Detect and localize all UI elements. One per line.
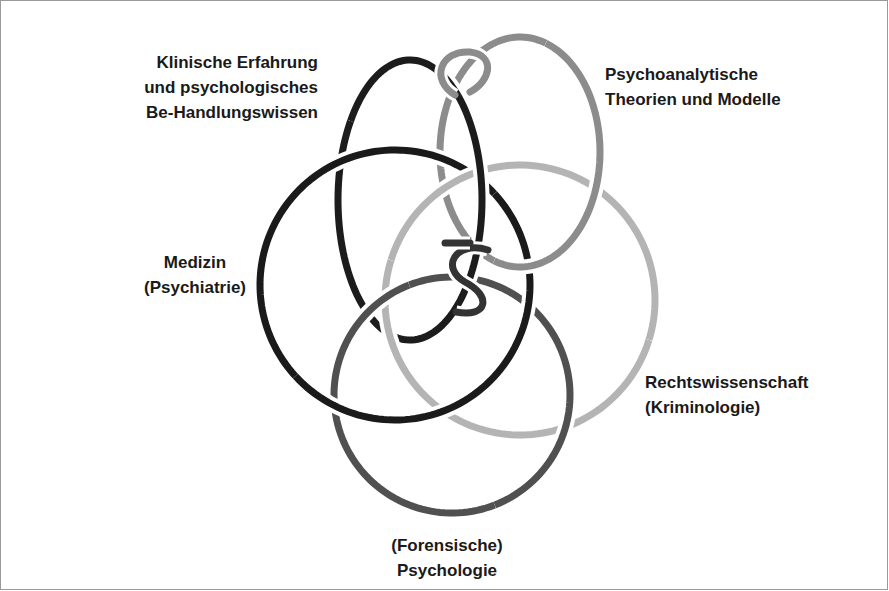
knot-gap	[440, 37, 546, 261]
knot	[260, 37, 655, 513]
knot-strand	[453, 248, 488, 313]
label-text: Klinische Erfahrung und psychologisches …	[128, 50, 318, 125]
knot-gap	[453, 248, 488, 313]
loop-label: Medizin (Psychiatrie)	[133, 250, 257, 300]
label-text: (Forensische) Psychologie	[377, 533, 517, 583]
knot-gap	[351, 60, 482, 279]
knot-gap	[441, 52, 488, 95]
knot-strand	[445, 240, 470, 247]
label-text: Rechtswissenschaft (Kriminologie)	[645, 370, 845, 420]
knot-strand	[351, 60, 482, 279]
loop-label: Psychoanalytische Theorien und Modelle	[605, 62, 795, 112]
knot-strand	[441, 52, 488, 95]
knot-strand	[295, 194, 530, 420]
label-text: Psychoanalytische Theorien und Modelle	[605, 62, 795, 112]
knot-gap	[494, 43, 600, 267]
label-text: Medizin (Psychiatrie)	[133, 250, 257, 300]
knot-gap	[295, 194, 530, 420]
loop-label: Rechtswissenschaft (Kriminologie)	[645, 370, 845, 420]
loop-label: Klinische Erfahrung und psychologisches …	[128, 50, 318, 125]
loop-label: (Forensische) Psychologie	[377, 533, 517, 583]
knot-strand	[440, 37, 546, 261]
knot-gap	[445, 237, 470, 250]
knot-strand	[494, 43, 600, 267]
